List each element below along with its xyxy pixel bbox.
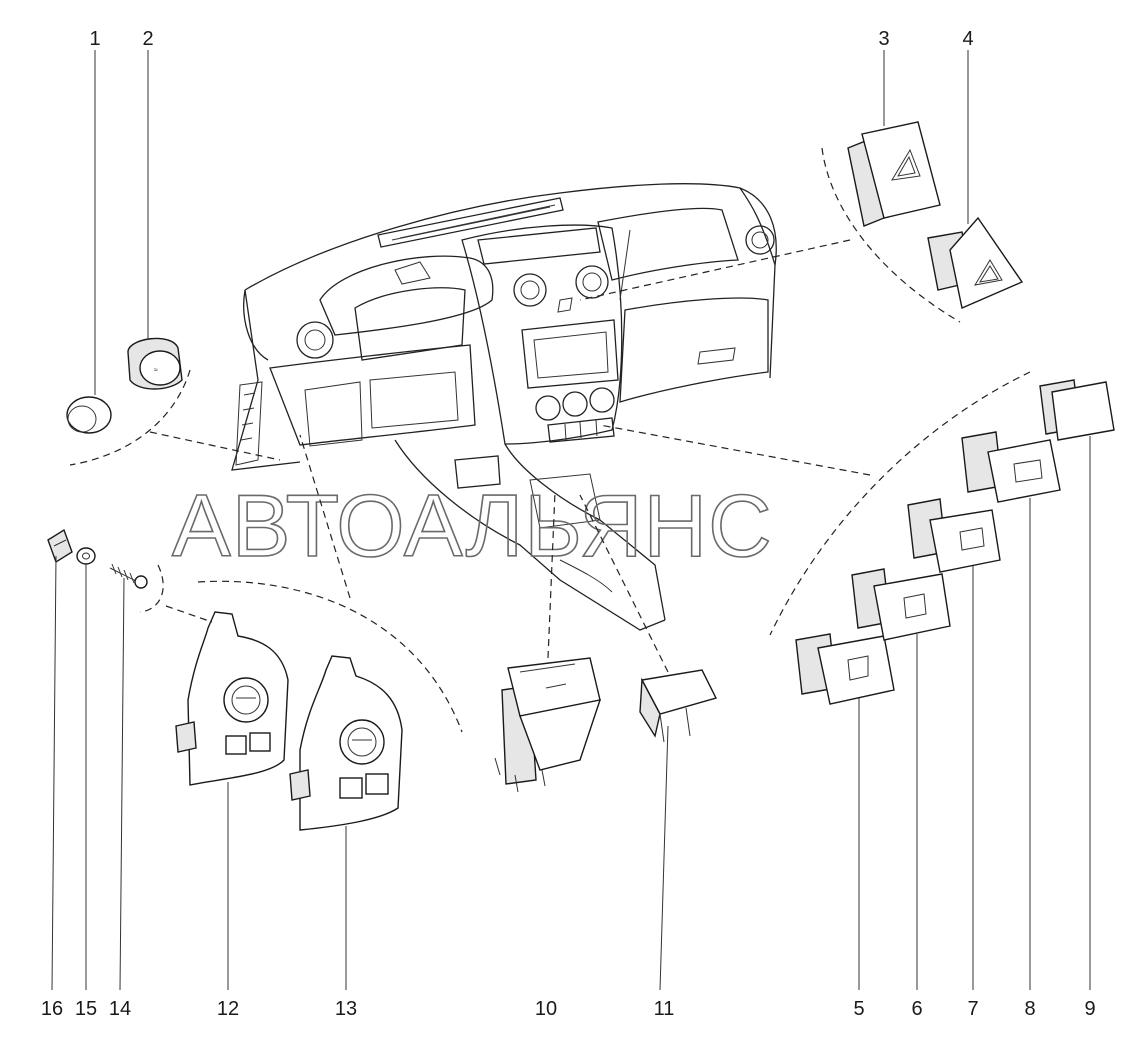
callout-7: 7 <box>967 998 978 1020</box>
part-9-rocker-switch <box>1039 379 1115 441</box>
callout-5: 5 <box>853 998 864 1020</box>
callout-6: 6 <box>911 998 922 1020</box>
leader-arrow-1-2 <box>149 431 281 461</box>
callout-3: 3 <box>878 28 889 50</box>
callout-2: 2 <box>142 28 153 50</box>
callout-numbers: 1 2 3 4 5 6 7 8 9 10 11 12 13 14 15 16 <box>41 28 1096 1020</box>
part-5-rocker-switch <box>795 633 895 705</box>
leader-arrow-14-16 <box>165 605 213 623</box>
callout-1: 1 <box>89 28 100 50</box>
callout-8: 8 <box>1024 998 1035 1020</box>
part-14-screw <box>109 563 148 589</box>
part-8-rocker-switch <box>961 431 1061 503</box>
part-2-round-switch: ≈ <box>127 337 183 390</box>
callout-15: 15 <box>75 998 97 1020</box>
group-arc-14-16 <box>139 564 164 613</box>
callout-12: 12 <box>217 998 239 1020</box>
part-11-blank-plug <box>639 669 718 743</box>
group-arc-12-13 <box>197 580 463 733</box>
part-16-clip <box>47 528 73 564</box>
group-arc-1-2 <box>69 369 191 466</box>
part-12-light-switch <box>175 611 289 786</box>
callout-leaders <box>51 50 1091 991</box>
callout-9: 9 <box>1084 998 1095 1020</box>
dashboard-illustration <box>231 183 777 631</box>
part-10-console-switch <box>494 657 602 793</box>
callout-14: 14 <box>109 998 131 1020</box>
svg-text:≈: ≈ <box>154 367 158 374</box>
part-15-washer <box>76 547 96 565</box>
part-3-hazard-switch <box>847 121 941 227</box>
callout-4: 4 <box>962 28 973 50</box>
part-7-rocker-switch <box>907 498 1001 573</box>
leader-arrow-3-4 <box>579 239 851 301</box>
leader-arrow-10 <box>547 491 556 659</box>
leader-arrow-12-13 <box>299 434 351 599</box>
watermark-text: АВТОАЛЬЯНС <box>172 476 773 575</box>
leader-arrow-5-9 <box>599 424 871 476</box>
callout-11: 11 <box>654 998 675 1020</box>
leader-arrow-11 <box>579 494 669 673</box>
part-13-light-switch <box>289 655 403 831</box>
part-1-plug-cap <box>66 396 112 434</box>
part-6-rocker-switch <box>851 568 951 641</box>
callout-13: 13 <box>335 998 357 1020</box>
group-arc-3-4 <box>821 147 961 323</box>
part-4-hazard-switch <box>927 216 1024 309</box>
callout-10: 10 <box>535 998 557 1020</box>
callout-16: 16 <box>41 998 63 1020</box>
